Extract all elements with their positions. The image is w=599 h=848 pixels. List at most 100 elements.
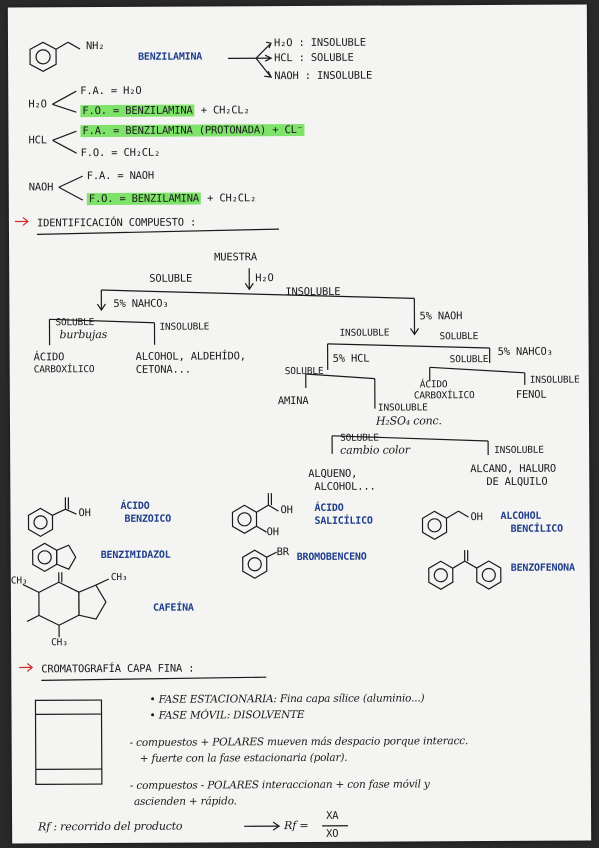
tlc-stationary-phase: • FASE ESTACIONARIA: Fina capa sílice (a…	[149, 692, 425, 706]
tree-alquilo: DE ALQUILO	[486, 475, 548, 489]
tree-soluble-burbujas: SOLUBLE	[55, 317, 95, 329]
tlc-polar-note: - compuestos + POLARES mueven más despac…	[129, 735, 469, 749]
bond	[55, 41, 69, 50]
salicylic-ring	[231, 504, 258, 534]
tree-nahco3: 5% NaHCO₃	[113, 297, 169, 310]
benzophenone-ring-2	[476, 560, 502, 590]
phase-fo: F.O. = BENZILAMINA + CH₂Cl₂	[80, 104, 250, 118]
arrow	[52, 103, 77, 113]
tree-line	[49, 318, 155, 324]
phase-fo: F.O. = CH₂Cl₂	[80, 146, 161, 160]
red-arrowhead	[22, 216, 29, 226]
notebook-page: NH₂ BENZILAMINA H₂O : INSOLUBLE HCl : SO…	[7, 4, 592, 844]
rf-denominator: XO	[326, 827, 339, 840]
rf-numerator: XA	[326, 809, 339, 822]
tree-soluble4: SOLUBLE	[449, 354, 489, 366]
alcohol-bencilico-2: BENCÍLICO	[510, 523, 563, 535]
arrow	[52, 90, 77, 105]
tree-alcano: ALCANO, HALURO	[470, 462, 556, 476]
tree-hcl: 5% HCl	[332, 352, 370, 365]
tree-insoluble: INSOLUBLE	[285, 285, 341, 299]
tlc-mobile-phase: • FASE MÓVIL: DISOLVENTE	[149, 708, 305, 722]
tree-insoluble3: INSOLUBLE	[339, 327, 390, 339]
tree-insoluble4: INSOLUBLE	[377, 402, 428, 414]
arrow	[58, 186, 84, 201]
rf-equation: Rf =	[284, 818, 309, 833]
benzofenona: BENZOFENONA	[510, 562, 575, 574]
alcohol-bencilico: ALCOHOL	[500, 510, 542, 522]
benzoic-ring	[27, 507, 54, 538]
benzene-inner	[35, 49, 51, 65]
tlc-nonpolar-note-2: ascienden + rápido.	[133, 795, 237, 808]
underline	[36, 228, 279, 235]
br-label: Br	[276, 546, 289, 559]
tlc-nonpolar-note: - compuestos - POLARES interaccionan + c…	[129, 778, 430, 792]
tree-muestra: MUESTRA	[214, 251, 258, 264]
benzene-ring	[29, 41, 57, 73]
tree-insoluble5: INSOLUBLE	[529, 374, 580, 386]
tree-acido-carb-2: CARBOXÍLICO	[33, 364, 95, 376]
tree-acido2-2: CARBOXÍLICO	[413, 390, 475, 402]
bond	[67, 41, 81, 50]
phase-fa: F.A. = BENZILAMINA (protonada) + Cl⁻	[80, 123, 305, 138]
tree-insoluble2: INSOLUBLE	[159, 321, 210, 333]
tree-soluble3: SOLUBLE	[439, 331, 479, 343]
arrowhead	[264, 70, 273, 78]
bencimidazol: BENZIMIDAZOL	[100, 549, 171, 562]
phase-fa: F.A. = H₂O	[80, 84, 142, 98]
section-title-tlc: CROMATOGRAFÍA CAPA FINA :	[41, 662, 195, 676]
tree-line	[429, 366, 525, 374]
tree-soluble: SOLUBLE	[149, 272, 193, 285]
phase-solvent: HCl	[28, 134, 47, 147]
tree-alcohol: ALCOHOL, ALDEHÍDO,	[135, 350, 246, 363]
tlc-plate	[34, 699, 103, 785]
benzyl-alcohol-ring	[421, 510, 448, 540]
tree-acido-carb: ÁCIDO	[33, 351, 65, 364]
ch3-label: CH₃	[10, 575, 28, 587]
tree-line	[327, 343, 490, 349]
tree-h2so4: H₂SO₄ conc.	[375, 414, 442, 428]
caffeine-ring	[38, 581, 80, 626]
bromobenceno: BROMOBENCENO	[296, 551, 367, 564]
tree-amina: AMINA	[277, 394, 309, 408]
arrowhead	[264, 54, 273, 62]
bromobenzene-ring	[242, 549, 268, 579]
tree-cambio-color: cambio color	[340, 443, 410, 457]
benzylamine-label: BENZILAMINA	[138, 51, 203, 63]
caffeine-imidazole	[78, 584, 107, 620]
h2o-solubility: H₂O : INSOLUBLE	[273, 36, 366, 50]
tree-line	[332, 435, 489, 442]
phase-solvent: H₂O	[28, 98, 47, 111]
oh-label: OH	[266, 526, 279, 539]
benzophenone-ring-1	[428, 560, 454, 590]
arrowhead	[244, 282, 254, 291]
tree-cetona: CETONA...	[135, 363, 191, 376]
hcl-solubility: HCl : SOLUBLE	[274, 51, 354, 65]
acido-salicilico-2: SALICÍLICO	[314, 515, 373, 527]
arrowhead	[410, 328, 420, 336]
phase-fo: F.O. = BENZILAMINA + CH₂Cl₂	[86, 192, 257, 206]
phase-solvent: NaOH	[28, 181, 54, 194]
arrow	[52, 130, 77, 141]
red-arrowhead-2	[26, 662, 34, 672]
acido-benzoico: ÁCIDO	[120, 500, 150, 512]
tree-naoh: 5% NaOH	[419, 310, 463, 323]
arrow	[58, 175, 83, 188]
tree-soluble-cambio: SOLUBLE	[340, 432, 379, 444]
arrowhead	[96, 303, 106, 312]
benzimidazole-ring	[32, 542, 58, 573]
tree-line	[101, 289, 415, 299]
underline-2	[41, 676, 267, 681]
tree-soluble5: SOLUBLE	[284, 365, 324, 378]
tree-fenol: FENOL	[515, 388, 547, 401]
drawing-layer	[14, 41, 526, 831]
tree-burbujas: burbujas	[59, 328, 108, 342]
tree-insoluble6: INSOLUBLE	[494, 444, 544, 456]
tree-nahco3-2: 5% NaHCO₃	[497, 345, 553, 358]
tree-line	[305, 373, 375, 380]
tree-h2o: H₂O	[255, 272, 274, 285]
tree-acido2: ÁCIDO	[419, 379, 448, 391]
arrow	[52, 139, 77, 154]
rf-definition: Rf : recorrido del producto	[38, 819, 183, 834]
phase-fa: F.A. = NaOH	[86, 169, 155, 183]
